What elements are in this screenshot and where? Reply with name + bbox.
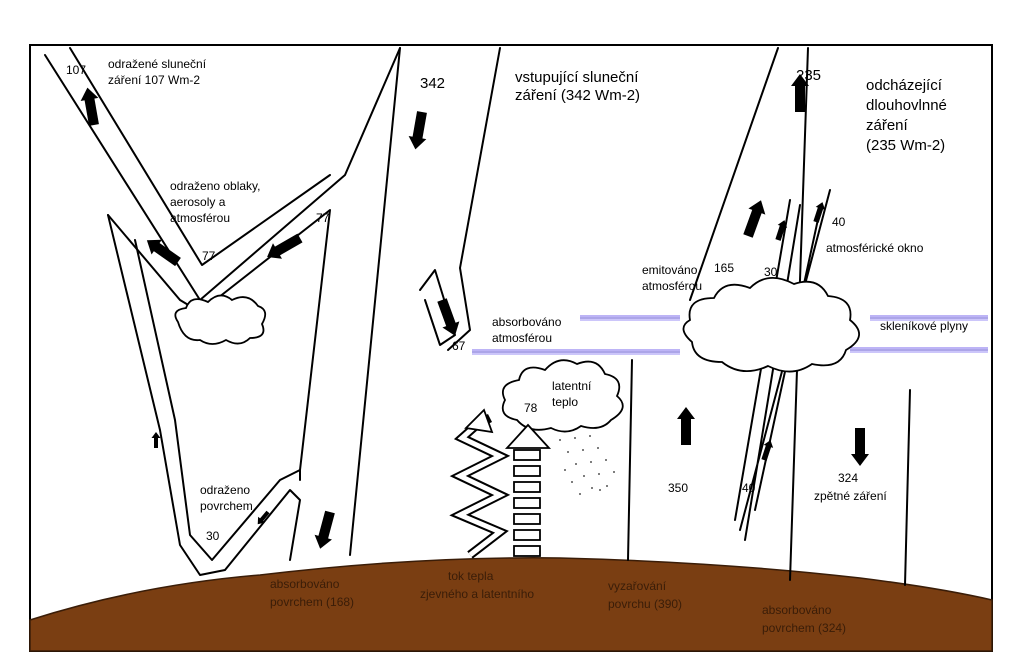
left-cloud <box>174 294 267 345</box>
surface-reflect-channel <box>107 214 301 576</box>
outgoing-label-1: odcházející <box>866 77 943 94</box>
surface-radiation-divider <box>627 359 633 561</box>
clouds-reflect-label-3: atmosférou <box>170 211 230 225</box>
window-value-bottom: 40 <box>742 481 756 495</box>
window-value-top: 40 <box>832 215 846 229</box>
latent-heat-label-1: latentní <box>552 379 592 393</box>
latent-heat-cloud <box>501 359 624 433</box>
surface-reflect-value: 30 <box>206 529 220 543</box>
arrow-back-radiation <box>851 428 869 466</box>
arrow-outgoing-up <box>791 74 809 112</box>
surface-reflect-label-2: povrchem <box>200 499 253 513</box>
arrow-incoming-down <box>406 111 427 151</box>
outgoing-label-3: záření <box>866 117 909 134</box>
arrow-reflected-up <box>78 86 99 126</box>
emitted-atm-value: 165 <box>714 261 734 275</box>
back-radiation-divider <box>904 389 911 586</box>
latent-heat-label-2: teplo <box>552 395 578 409</box>
clouds-reflect-label-1: odraženo oblaky, <box>170 179 261 193</box>
rain-dots <box>559 435 615 495</box>
window-value-in: 30 <box>764 265 778 279</box>
greenhouse-band-lower <box>472 347 988 355</box>
sensible-heat-wave-arrow-inner <box>454 420 506 557</box>
incoming-label-1: vstupující sluneční <box>515 69 639 86</box>
clouds-reflect-label-2: aerosoly a <box>170 195 226 209</box>
surface-reflect-channel-inner <box>134 239 301 561</box>
absorbed-atm-label-2: atmosférou <box>492 331 552 345</box>
heat-flux-label-1: tok tepla <box>448 569 494 583</box>
arrow-window-small <box>775 218 790 241</box>
arrow-absorbed-atm <box>437 298 464 339</box>
outgoing-label-4: (235 Wm-2) <box>866 137 945 154</box>
greenhouse-label: skleníkové plyny <box>880 319 968 333</box>
outgoing-value: 235 <box>796 67 821 84</box>
reflected-solar-label-2: záření 107 Wm-2 <box>108 73 200 87</box>
back-radiation-label: zpětné záření <box>814 489 887 503</box>
absorbed-surface-label-1: absorbováno <box>270 577 340 591</box>
surface-reflect-label-1: odraženo <box>200 483 250 497</box>
atmospheric-window-label: atmosférické okno <box>826 241 924 255</box>
arrow-surface-emit <box>677 407 695 445</box>
incoming-label-2: záření (342 Wm-2) <box>515 87 640 104</box>
earth-surface <box>29 557 993 652</box>
arrow-cloud-reflect-in <box>262 233 303 265</box>
heat-flux-label-2: zjevného a latentního <box>420 587 534 601</box>
surface-emit-value: 350 <box>668 481 688 495</box>
outgoing-longwave-channel-right <box>789 47 809 581</box>
outgoing-longwave-channel-left <box>689 47 779 301</box>
reflected-solar-channel <box>44 47 401 301</box>
greenhouse-cloud <box>682 277 860 373</box>
absorbed-surface-label-2: povrchem (168) <box>270 595 354 609</box>
arrow-cloud-reflect-out <box>141 232 181 267</box>
absorbed-surface2-label-2: povrchem (324) <box>762 621 846 635</box>
latent-heat-value: 78 <box>524 401 538 415</box>
arrow-window-top <box>813 200 828 223</box>
reflected-solar-label-1: odražené sluneční <box>108 57 207 71</box>
outgoing-label-2: dlouhovlnné <box>866 97 947 114</box>
arrow-absorbed-surface <box>311 510 335 552</box>
back-radiation-value: 324 <box>838 471 858 485</box>
arrow-surface-reflect-small-2 <box>254 510 270 528</box>
emitted-atm-label-2: atmosférou <box>642 279 702 293</box>
emitted-atm-label-1: emitováno <box>642 263 698 277</box>
arrow-emitted-atm <box>743 197 770 238</box>
clouds-reflect-value-out: 77 <box>202 249 216 263</box>
surface-radiation-label-2: povrchu (390) <box>608 597 682 611</box>
reflected-solar-value: 107 <box>66 63 86 77</box>
surface-radiation-label-1: vyzařování <box>608 579 667 593</box>
arrow-window-bottom <box>761 438 776 461</box>
greenhouse-band-upper <box>580 315 988 321</box>
arrow-surface-reflect-small <box>151 432 161 448</box>
incoming-solar-channel-left <box>349 47 401 556</box>
incoming-value: 342 <box>420 75 445 92</box>
latent-heat-arrow <box>504 423 552 557</box>
sensible-heat-arrowhead <box>464 408 494 434</box>
incoming-solar-channel-right <box>447 47 501 351</box>
clouds-reflect-value-in: 77 <box>316 211 330 225</box>
absorbed-atm-value: 67 <box>452 339 466 353</box>
reflected-solar-channel-inner <box>69 47 331 266</box>
absorbed-atm-label-1: absorbováno <box>492 315 562 329</box>
absorbed-surface2-label-1: absorbováno <box>762 603 832 617</box>
cloud-reflect-channel <box>107 209 331 481</box>
